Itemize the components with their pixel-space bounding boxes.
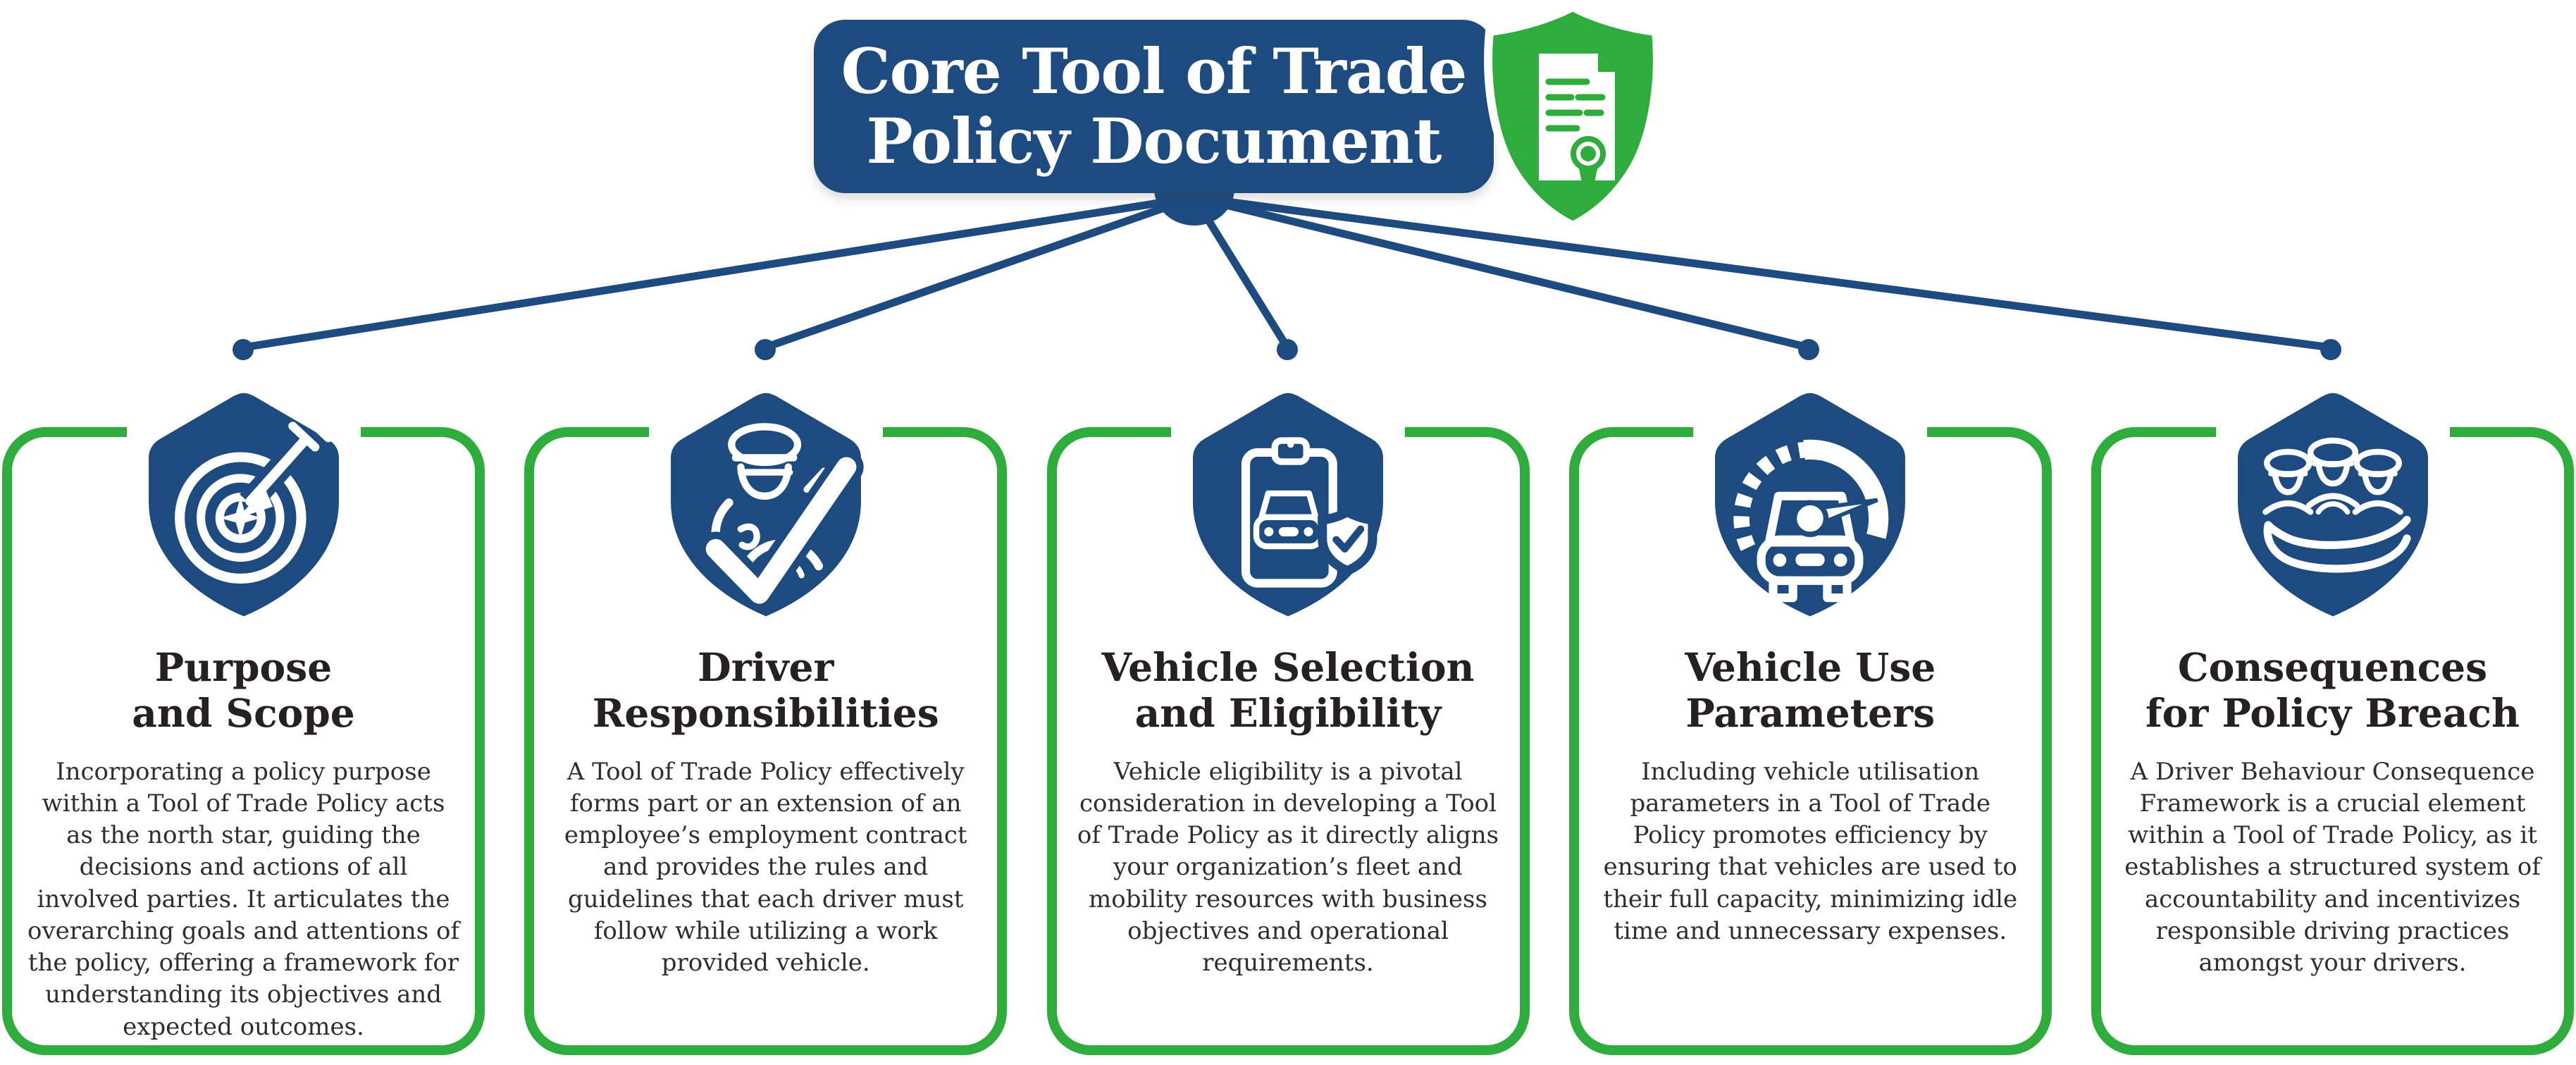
card-title: Vehicle Use Parameters: [1586, 644, 2035, 737]
shield-icon-wrap: [2227, 389, 2439, 620]
card-consequences-policy-breach: Consequences for Policy Breach A Driver …: [2091, 393, 2574, 1055]
speedometer-car-shield-icon: [1715, 393, 1906, 617]
main-title-line1: Core Tool of Trade: [841, 35, 1468, 109]
card-title-line2: Responsibilities: [592, 689, 939, 736]
card-body-text: A Driver Behaviour Consequence Framework…: [2124, 757, 2541, 978]
card-title: Driver Responsibilities: [541, 644, 990, 737]
card-title-line2: Parameters: [1685, 689, 1936, 736]
shield-icon-wrap: [1182, 389, 1394, 620]
card-body-text: Including vehicle utilisation parameters…: [1603, 757, 2018, 945]
card-title-line1: Vehicle Selection: [1101, 644, 1475, 690]
card-body-text: Incorporating a policy purpose within a …: [27, 757, 460, 1041]
driver-checkmark-shield-icon: [670, 393, 864, 617]
certificate-shield-icon: [1484, 3, 1661, 230]
main-title-line2: Policy Document: [866, 104, 1442, 178]
shield-icon-wrap: [138, 389, 349, 620]
card-title-line2: and Scope: [132, 689, 355, 736]
card-title-line1: Consequences: [2177, 644, 2488, 690]
card-body-text: Vehicle eligibility is a pivotal conside…: [1077, 757, 1499, 978]
card-body-text: A Tool of Trade Policy effectively forms…: [564, 757, 967, 978]
card-title-line2: for Policy Breach: [2145, 689, 2520, 736]
card-vehicle-selection-eligibility: Vehicle Selection and Eligibility Vehicl…: [1046, 393, 1530, 1055]
card-title-line1: Purpose: [154, 644, 333, 690]
card-title-line1: Driver: [698, 644, 834, 690]
drivers-in-hand-shield-icon: [2237, 393, 2428, 617]
card-vehicle-use-parameters: Vehicle Use Parameters Including vehicle…: [1568, 393, 2052, 1055]
card-title-line1: Vehicle Use: [1685, 644, 1936, 690]
main-title-banner: Core Tool of Trade Policy Document: [814, 20, 1494, 193]
policy-cards-row: Purpose and Scope Incorporating a policy…: [2, 393, 2574, 1055]
card-driver-responsibilities: Driver Responsibilities A Tool of Trade …: [524, 393, 1008, 1055]
shield-icon-wrap: [1704, 389, 1916, 620]
shield-icon-wrap: [660, 389, 872, 620]
card-title: Purpose and Scope: [19, 644, 468, 737]
clipboard-car-shield-icon: [1193, 393, 1383, 617]
target-dart-shield-icon: [148, 393, 339, 617]
card-title-line2: and Eligibility: [1134, 689, 1442, 736]
card-title: Consequences for Policy Breach: [2108, 644, 2557, 737]
card-purpose-and-scope: Purpose and Scope Incorporating a policy…: [2, 393, 485, 1055]
card-title: Vehicle Selection and Eligibility: [1064, 644, 1513, 737]
